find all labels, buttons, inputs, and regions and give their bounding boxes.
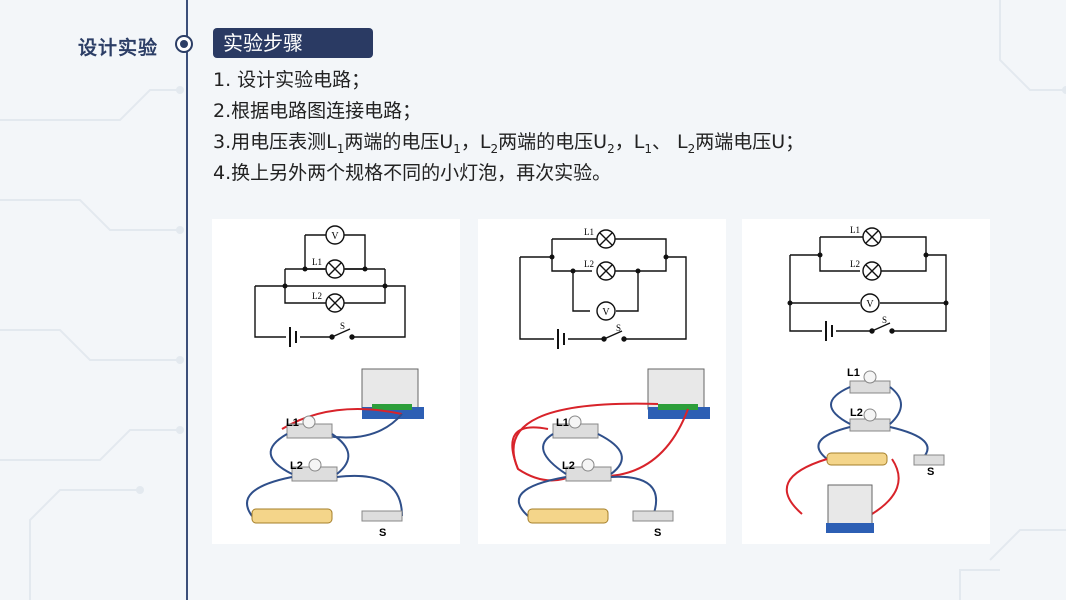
step-2: 2.根据电路图连接电路；	[213, 100, 422, 122]
svg-text:S: S	[654, 527, 661, 539]
circuit-panel-3: V L1 L2 S L1 L2 S	[742, 219, 990, 544]
steps-badge: 实验步骤	[213, 28, 373, 58]
svg-text:V: V	[602, 307, 610, 318]
timeline-marker-icon	[175, 35, 193, 53]
svg-text:L2: L2	[850, 407, 863, 419]
svg-text:L2: L2	[584, 259, 594, 269]
svg-text:S: S	[882, 315, 887, 325]
svg-text:L1: L1	[556, 417, 569, 429]
switch-label: S	[340, 321, 345, 331]
lamp2-label: L2	[312, 291, 322, 301]
svg-text:S: S	[379, 527, 386, 539]
step-4: 4.换上另外两个规格不同的小灯泡，再次实验。	[213, 162, 612, 184]
physical-circuit-3: L1 L2 S	[785, 367, 945, 533]
voltmeter-label: V	[331, 231, 339, 242]
svg-text:L1: L1	[286, 417, 299, 429]
svg-text:S: S	[927, 466, 934, 478]
circuit-panel-1: V L1 L2 S L1 L2 S	[212, 219, 460, 544]
svg-text:S: S	[616, 323, 621, 333]
timeline-line	[186, 0, 188, 600]
steps-list: 1. 设计实验电路； 2.根据电路图连接电路； 3.用电压表测L1两端的电压U1…	[213, 66, 1033, 190]
lamp1-label: L1	[312, 257, 322, 267]
section-title: 设计实验	[78, 37, 159, 59]
step-1: 1. 设计实验电路；	[213, 69, 371, 91]
step-3: 3.用电压表测L1两端的电压U1，L2两端的电压U2，L1、 L2两端电压U；	[213, 131, 805, 156]
svg-text:L1: L1	[847, 367, 860, 379]
svg-text:L1: L1	[584, 227, 594, 237]
svg-text:V: V	[866, 299, 874, 310]
svg-text:L2: L2	[290, 460, 303, 472]
physical-circuit-2: L1 L2 S	[511, 368, 710, 539]
svg-text:L1: L1	[850, 225, 860, 235]
svg-text:L2: L2	[850, 259, 860, 269]
schematic-1	[254, 225, 406, 349]
physical-circuit-1: L1 L2 S	[246, 368, 424, 539]
svg-text:L2: L2	[562, 460, 575, 472]
circuit-panel-2: V L1 L2 S L1 L2 S	[478, 219, 726, 544]
